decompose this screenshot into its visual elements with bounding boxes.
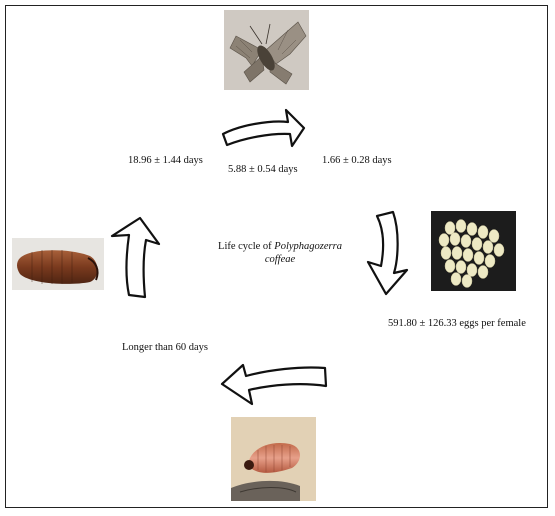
pupa-to-adult-duration: 5.88 ± 0.54 days <box>228 164 298 175</box>
diagram-frame <box>5 5 548 508</box>
arrow-larva-to-pupa <box>110 216 161 299</box>
eggs-image <box>431 211 516 291</box>
larval-duration: Longer than 60 days <box>122 342 209 353</box>
title-species-epithet: coffeae <box>264 254 296 265</box>
adult-moth-image <box>224 10 309 90</box>
arrow-adult-to-eggs <box>366 210 409 296</box>
larva-image <box>231 417 316 501</box>
arrow-pupa-to-adult <box>221 108 306 148</box>
diagram-title: Life cycle of Polyphagozerra coffeae <box>200 240 360 266</box>
larva-to-pupa-duration: 18.96 ± 1.44 days <box>128 155 203 166</box>
pupa-image <box>12 238 104 290</box>
arrow-eggs-to-larva <box>220 363 328 406</box>
title-species-genus: Polyphagozerra <box>274 241 342 252</box>
adult-to-egg-duration: 1.66 ± 0.28 days <box>322 155 392 166</box>
title-prefix: Life cycle of <box>218 241 272 252</box>
eggs-per-female: 591.80 ± 126.33 eggs per female <box>388 318 526 329</box>
